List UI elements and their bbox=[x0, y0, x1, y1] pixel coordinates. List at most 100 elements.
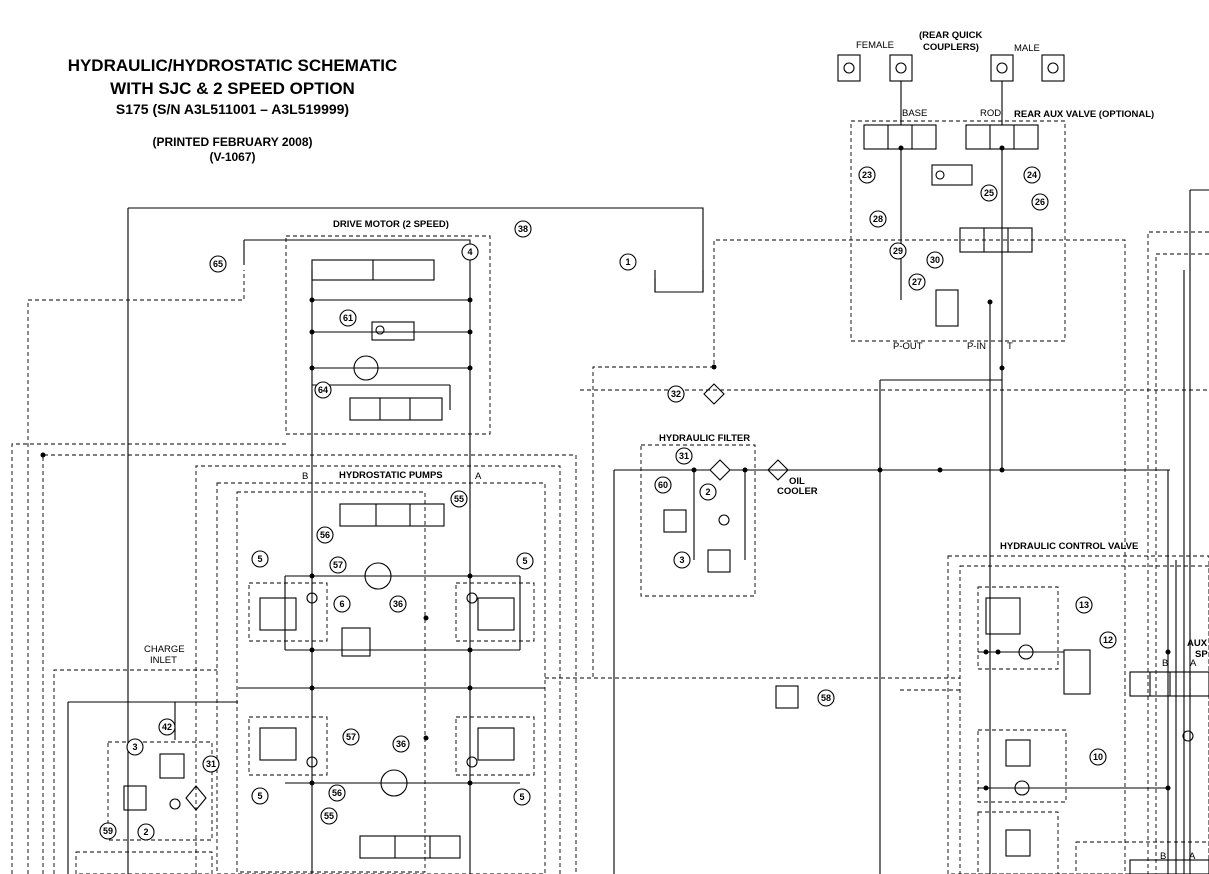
svg-text:3: 3 bbox=[679, 555, 684, 565]
label-male: MALE bbox=[1014, 43, 1040, 54]
svg-text:2: 2 bbox=[705, 487, 710, 497]
svg-text:56: 56 bbox=[332, 788, 342, 798]
callout-23: 23 bbox=[858, 166, 876, 184]
callout-3: 3 bbox=[673, 551, 691, 569]
label-pump-b: B bbox=[302, 471, 309, 482]
callout-65: 65 bbox=[209, 255, 227, 273]
label-pump-a: A bbox=[475, 471, 482, 482]
svg-text:24: 24 bbox=[1027, 170, 1037, 180]
callout-2: 2 bbox=[699, 483, 717, 501]
label-rear-aux-valve: REAR AUX VALVE (OPTIONAL) bbox=[1014, 109, 1155, 120]
callout-57a: 57 bbox=[329, 556, 347, 574]
callout-25: 25 bbox=[980, 184, 998, 202]
callout-5a: 5 bbox=[251, 550, 269, 568]
svg-text:31: 31 bbox=[206, 759, 216, 769]
label-female: FEMALE bbox=[856, 40, 895, 51]
label-t: T bbox=[1007, 341, 1013, 352]
callout-2b: 2 bbox=[137, 823, 155, 841]
callout-36b: 36 bbox=[392, 735, 410, 753]
svg-text:5: 5 bbox=[257, 791, 262, 801]
svg-text:65: 65 bbox=[213, 259, 223, 269]
label-hydraulic-filter: HYDRAULIC FILTER bbox=[659, 433, 751, 444]
callout-24: 24 bbox=[1023, 166, 1041, 184]
svg-text:38: 38 bbox=[518, 224, 528, 234]
svg-text:28: 28 bbox=[873, 214, 883, 224]
label-valve2-b: B bbox=[1160, 851, 1167, 862]
svg-text:4: 4 bbox=[467, 247, 472, 257]
callout-12: 12 bbox=[1099, 631, 1117, 649]
svg-text:56: 56 bbox=[320, 530, 330, 540]
svg-text:12: 12 bbox=[1103, 635, 1113, 645]
svg-text:36: 36 bbox=[393, 599, 403, 609]
svg-text:13: 13 bbox=[1079, 600, 1089, 610]
svg-text:5: 5 bbox=[522, 556, 527, 566]
svg-text:10: 10 bbox=[1093, 752, 1103, 762]
callout-10: 10 bbox=[1089, 748, 1107, 766]
label-sp: SP bbox=[1195, 649, 1208, 660]
svg-text:32: 32 bbox=[671, 389, 681, 399]
callout-59: 59 bbox=[99, 822, 117, 840]
callout-5d: 5 bbox=[513, 788, 531, 806]
callout-27: 27 bbox=[908, 273, 926, 291]
svg-text:23: 23 bbox=[862, 170, 872, 180]
label-base: BASE bbox=[902, 108, 928, 119]
label-oil: OIL bbox=[789, 476, 805, 487]
callout-55b: 55 bbox=[320, 807, 338, 825]
label-drive-motor: DRIVE MOTOR (2 SPEED) bbox=[333, 219, 449, 230]
svg-text:60: 60 bbox=[658, 480, 668, 490]
callout-61: 61 bbox=[339, 309, 357, 327]
svg-text:42: 42 bbox=[162, 722, 172, 732]
label-cooler: COOLER bbox=[777, 486, 818, 497]
callout-5b: 5 bbox=[516, 552, 534, 570]
svg-text:31: 31 bbox=[679, 451, 689, 461]
svg-text:64: 64 bbox=[318, 385, 328, 395]
label-aux: AUX bbox=[1187, 638, 1208, 649]
callout-5c: 5 bbox=[251, 787, 269, 805]
svg-text:61: 61 bbox=[343, 313, 353, 323]
label-rod: ROD bbox=[980, 108, 1002, 119]
schematic-title-line2: WITH SJC & 2 SPEED OPTION bbox=[110, 79, 355, 98]
callout-36a: 36 bbox=[389, 595, 407, 613]
svg-text:30: 30 bbox=[930, 255, 940, 265]
callout-42: 42 bbox=[158, 718, 176, 736]
svg-text:3: 3 bbox=[132, 742, 137, 752]
document-code: (V-1067) bbox=[209, 150, 256, 164]
svg-text:27: 27 bbox=[912, 277, 922, 287]
svg-text:58: 58 bbox=[821, 693, 831, 703]
callout-64: 64 bbox=[314, 381, 332, 399]
label-valve-a: A bbox=[1190, 658, 1197, 669]
svg-text:36: 36 bbox=[396, 739, 406, 749]
label-valve2-a: A bbox=[1189, 851, 1196, 862]
label-p-in: P-IN bbox=[967, 341, 986, 352]
callout-31a: 31 bbox=[675, 447, 693, 465]
label-valve-b: B bbox=[1162, 658, 1169, 669]
label-couplers: COUPLERS) bbox=[923, 42, 979, 53]
svg-text:57: 57 bbox=[346, 732, 356, 742]
callout-4: 4 bbox=[461, 243, 479, 261]
label-inlet: INLET bbox=[150, 655, 177, 666]
svg-text:55: 55 bbox=[324, 811, 334, 821]
callout-38: 38 bbox=[514, 220, 532, 238]
callout-56a: 56 bbox=[316, 526, 334, 544]
callout-28: 28 bbox=[869, 210, 887, 228]
schematic-title-line1: HYDRAULIC/HYDROSTATIC SCHEMATIC bbox=[67, 56, 398, 75]
callout-32: 32 bbox=[667, 385, 685, 403]
svg-text:1: 1 bbox=[625, 257, 630, 267]
callout-57b: 57 bbox=[342, 728, 360, 746]
svg-text:57: 57 bbox=[333, 560, 343, 570]
callout-58: 58 bbox=[817, 689, 835, 707]
svg-text:2: 2 bbox=[143, 827, 148, 837]
svg-text:25: 25 bbox=[984, 188, 994, 198]
callout-26: 26 bbox=[1031, 193, 1049, 211]
callout-29: 29 bbox=[889, 242, 907, 260]
svg-text:5: 5 bbox=[519, 792, 524, 802]
callout-31b: 31 bbox=[202, 755, 220, 773]
callout-13: 13 bbox=[1075, 596, 1093, 614]
svg-text:29: 29 bbox=[893, 246, 903, 256]
label-p-out: P-OUT bbox=[893, 341, 923, 352]
svg-text:59: 59 bbox=[103, 826, 113, 836]
callout-55a: 55 bbox=[450, 490, 468, 508]
svg-text:55: 55 bbox=[454, 494, 464, 504]
